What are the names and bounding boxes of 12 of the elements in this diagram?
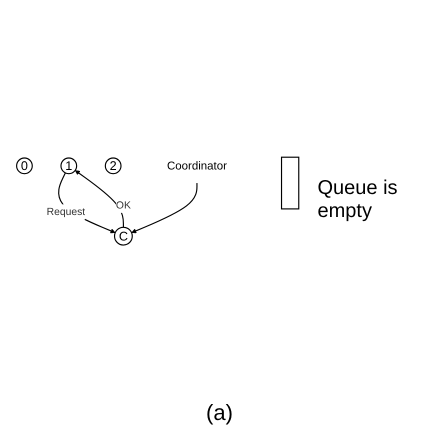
node-circle: 2: [104, 158, 122, 175]
node-box: [280, 157, 299, 210]
caption: (a): [205, 400, 234, 426]
arrow: [74, 170, 124, 228]
node-circle: 1: [60, 158, 77, 175]
edge-label: Request: [46, 206, 85, 218]
box-caption: Queue is empty: [317, 177, 399, 223]
edge-label: OK: [115, 200, 130, 212]
node-circle: C: [113, 227, 132, 246]
node-circle: 0: [16, 158, 32, 175]
node-text: Coordinator: [166, 160, 226, 173]
arrow: [130, 183, 198, 234]
